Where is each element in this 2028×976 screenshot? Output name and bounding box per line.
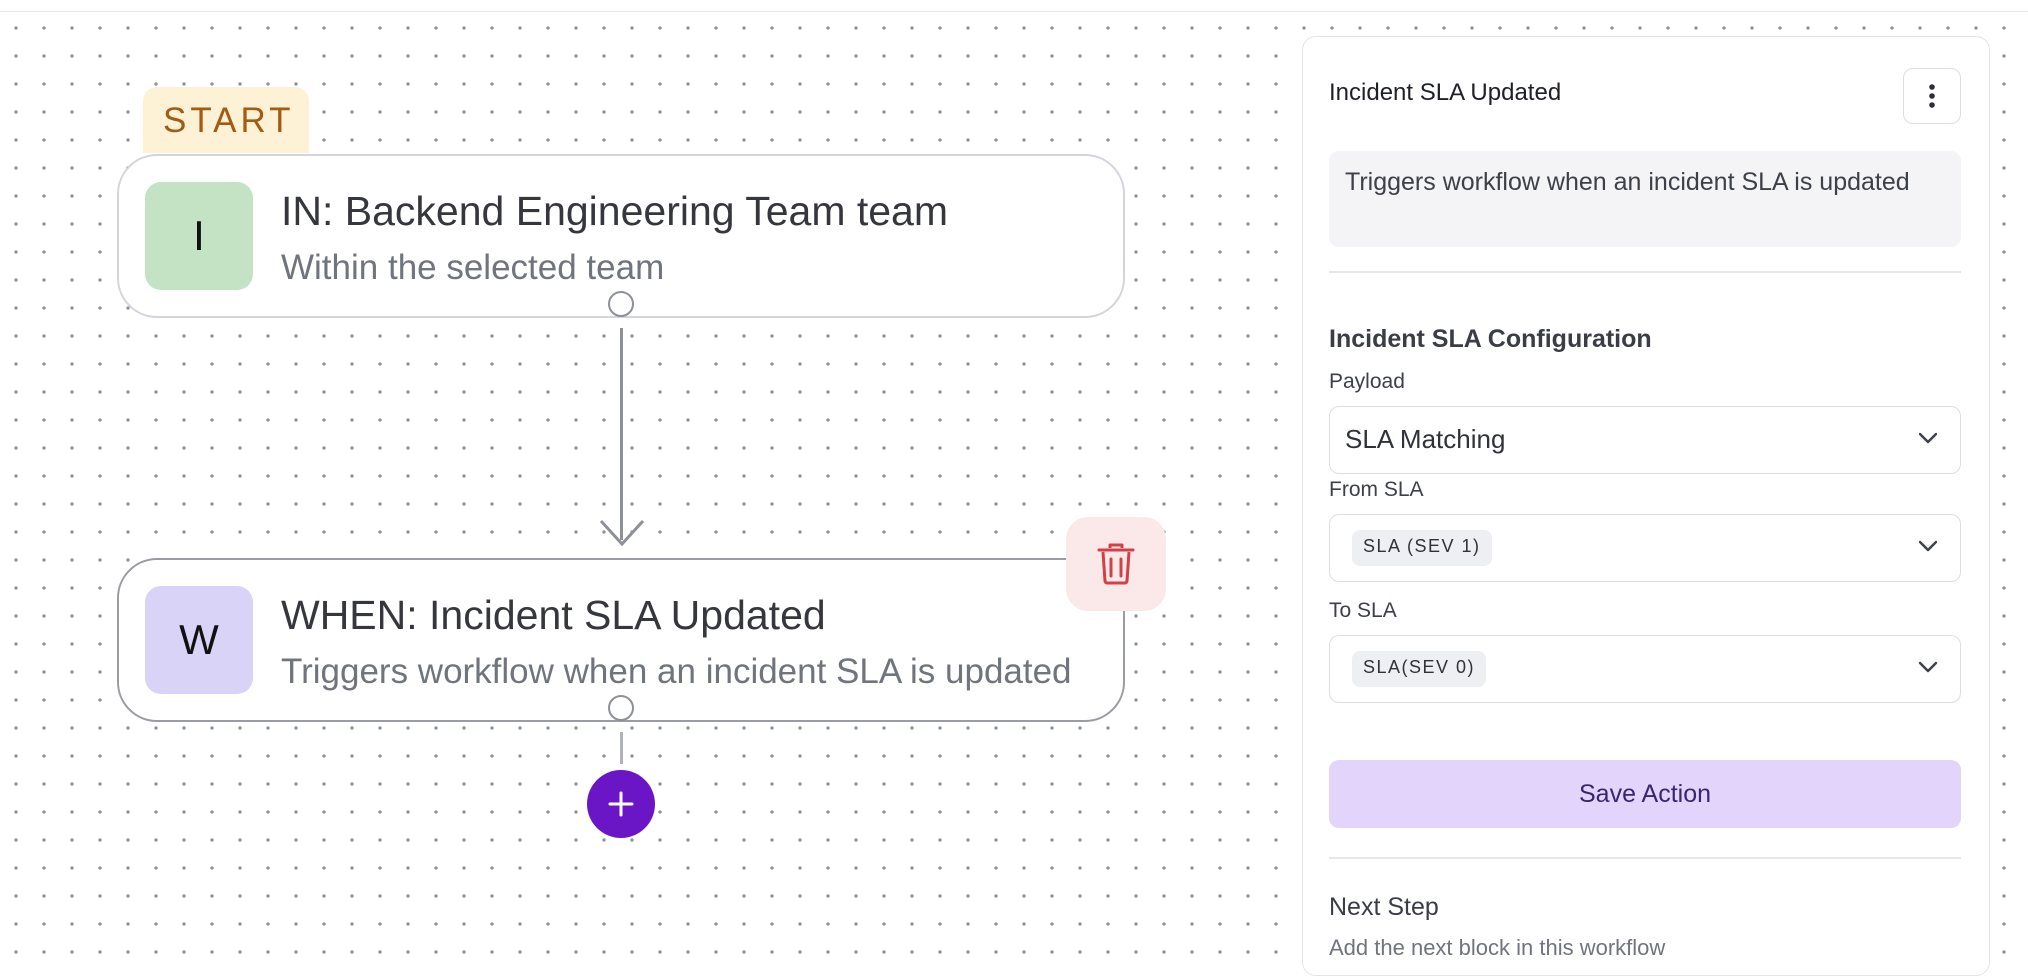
when-node-subtitle: Triggers workflow when an incident SLA i… xyxy=(281,652,1072,691)
arrow-head-icon xyxy=(599,519,645,547)
payload-value: SLA Matching xyxy=(1345,424,1506,454)
next-step-title: Next Step xyxy=(1329,893,1439,921)
start-label: START xyxy=(143,87,309,153)
add-step-button[interactable] xyxy=(587,770,655,838)
in-node-title: IN: Backend Engineering Team team xyxy=(281,188,949,234)
from-sla-label: From SLA xyxy=(1329,478,1424,501)
in-node-subtitle: Within the selected team xyxy=(281,248,665,287)
trigger-description: Triggers workflow when an incident SLA i… xyxy=(1329,151,1961,247)
divider xyxy=(1329,271,1961,273)
in-node-output-handle[interactable] xyxy=(608,291,634,317)
when-node-output-handle[interactable] xyxy=(608,695,634,721)
in-node-avatar: I xyxy=(145,182,253,290)
plus-icon xyxy=(608,791,634,817)
to-sla-label: To SLA xyxy=(1329,599,1397,622)
chevron-down-icon xyxy=(1918,540,1938,552)
when-trigger-node[interactable]: W WHEN: Incident SLA Updated Triggers wo… xyxy=(117,558,1125,722)
chevron-down-icon xyxy=(1918,432,1938,444)
panel-title: Incident SLA Updated xyxy=(1329,79,1562,106)
add-step-stub xyxy=(620,732,623,764)
to-sla-chip: SLA(SEV 0) xyxy=(1352,651,1487,687)
save-action-button[interactable]: Save Action xyxy=(1329,760,1961,828)
top-bar xyxy=(0,0,2028,12)
more-options-button[interactable] xyxy=(1903,68,1961,124)
chevron-down-icon xyxy=(1918,661,1938,673)
trash-icon xyxy=(1097,543,1135,585)
payload-select[interactable]: SLA Matching xyxy=(1329,406,1961,474)
when-node-title: WHEN: Incident SLA Updated xyxy=(281,592,826,638)
delete-node-button[interactable] xyxy=(1066,517,1166,611)
in-team-node[interactable]: I IN: Backend Engineering Team team With… xyxy=(117,154,1125,318)
divider xyxy=(1329,857,1961,859)
kebab-menu-icon xyxy=(1929,84,1935,108)
when-node-avatar: W xyxy=(145,586,253,694)
from-sla-chip: SLA (SEV 1) xyxy=(1352,530,1492,566)
to-sla-select[interactable]: SLA(SEV 0) xyxy=(1329,635,1961,703)
next-step-subtitle: Add the next block in this workflow xyxy=(1329,935,1666,960)
config-section-title: Incident SLA Configuration xyxy=(1329,325,1652,353)
config-panel: Incident SLA Updated Triggers workflow w… xyxy=(1302,36,1990,976)
edge-connector xyxy=(620,328,623,540)
payload-label: Payload xyxy=(1329,370,1405,393)
from-sla-select[interactable]: SLA (SEV 1) xyxy=(1329,514,1961,582)
